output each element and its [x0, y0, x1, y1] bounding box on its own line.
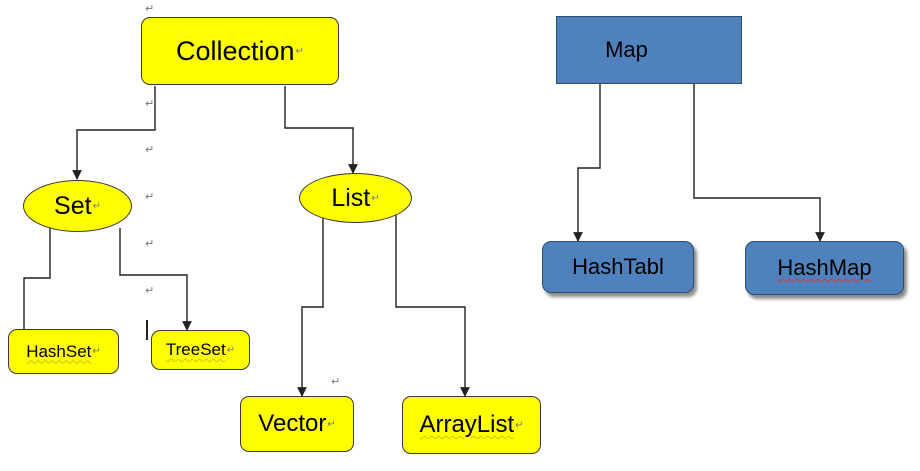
list-label: List — [331, 183, 371, 212]
edge-collection-list — [284, 86, 358, 174]
collection-label: Collection — [176, 35, 295, 66]
edge-list-vector — [297, 216, 324, 397]
text-cursor — [146, 320, 148, 340]
list-node[interactable]: List↵ — [299, 173, 412, 223]
paragraph-mark: ↵ — [145, 2, 155, 15]
hashtabl-label: HashTabl — [572, 254, 664, 279]
paragraph-mark: ↵ — [327, 418, 336, 430]
edge-set-treeset — [119, 228, 192, 331]
edge-map-hashmap — [693, 84, 825, 242]
hashset-label: HashSet — [26, 341, 92, 361]
arraylist-node[interactable]: ArrayList↵ — [402, 396, 541, 454]
hashmap-node[interactable]: HashMap — [745, 241, 904, 295]
edge-set-hashset — [23, 228, 51, 330]
collection-node[interactable]: Collection↵ — [141, 17, 339, 85]
map-node[interactable]: Map — [556, 16, 742, 84]
paragraph-mark: ↵ — [371, 192, 380, 204]
arraylist-label: ArrayList — [419, 411, 515, 438]
hashset-node[interactable]: HashSet↵ — [8, 329, 119, 374]
set-label: Set — [54, 191, 92, 220]
paragraph-mark: ↵ — [226, 344, 236, 356]
paragraph-mark: ↵ — [145, 284, 155, 297]
edge-map-hashtabl — [573, 84, 601, 242]
paragraph-mark: ↵ — [331, 375, 341, 388]
treeset-label: TreeSet — [165, 340, 226, 359]
paragraph-mark: ↵ — [145, 97, 155, 110]
paragraph-mark: ↵ — [515, 419, 524, 431]
hashmap-label: HashMap — [777, 255, 872, 280]
treeset-node[interactable]: TreeSet↵ — [151, 330, 250, 370]
paragraph-mark: ↵ — [145, 190, 155, 203]
paragraph-mark: ↵ — [145, 143, 155, 156]
hashtabl-node[interactable]: HashTabl — [542, 241, 694, 293]
set-node[interactable]: Set↵ — [23, 180, 132, 232]
paragraph-mark: ↵ — [145, 237, 155, 250]
vector-label: Vector — [258, 410, 327, 437]
paragraph-mark: ↵ — [92, 200, 101, 212]
paragraph-mark: ↵ — [92, 346, 101, 357]
edge-collection-set — [72, 86, 156, 180]
paragraph-mark: ↵ — [295, 45, 304, 57]
vector-node[interactable]: Vector↵ — [240, 396, 354, 452]
map-label: Map — [605, 37, 648, 62]
edge-list-arraylist — [395, 213, 470, 397]
